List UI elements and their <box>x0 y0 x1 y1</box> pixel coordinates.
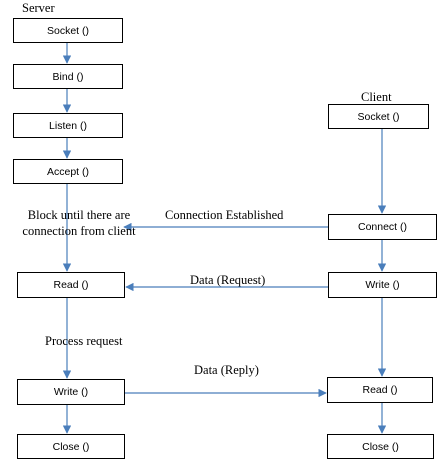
client-read-box: Read () <box>327 377 433 403</box>
client-socket-box: Socket () <box>328 104 429 129</box>
client-connect-box: Connect () <box>328 214 437 240</box>
client-close-box: Close () <box>327 434 434 459</box>
server-title: Server <box>22 1 55 15</box>
process-request-note: Process request <box>45 334 123 348</box>
block-note-line1: Block until there are <box>27 208 131 222</box>
server-socket-box: Socket () <box>13 18 123 43</box>
server-listen-box: Listen () <box>13 113 123 138</box>
block-note: Block until there are connection from cl… <box>12 208 146 239</box>
connection-established-label: Connection Established <box>165 208 284 222</box>
server-bind-box: Bind () <box>13 64 123 89</box>
server-accept-box: Accept () <box>13 159 123 184</box>
server-read-box: Read () <box>17 272 125 298</box>
client-write-box: Write () <box>328 272 437 298</box>
block-note-line2: connection from client <box>22 223 136 238</box>
data-reply-label: Data (Reply) <box>194 363 259 377</box>
server-write-box: Write () <box>17 379 125 405</box>
client-title: Client <box>361 90 392 104</box>
server-close-box: Close () <box>17 434 125 459</box>
data-request-label: Data (Request) <box>190 273 266 287</box>
